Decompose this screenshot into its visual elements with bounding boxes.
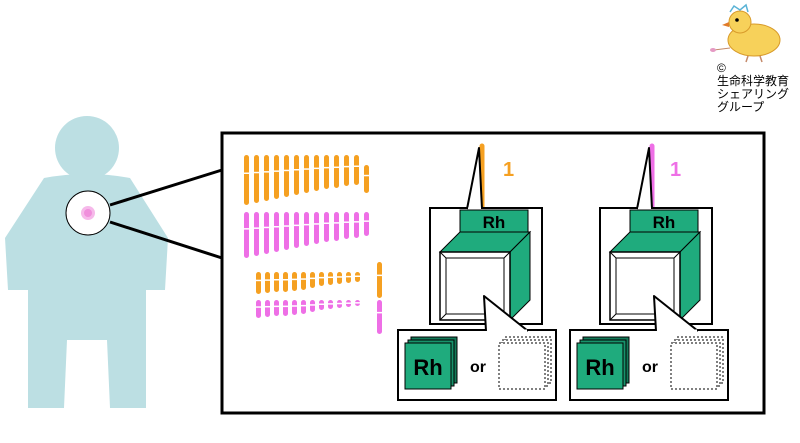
chromosome: [284, 155, 289, 197]
chromosome: [310, 272, 315, 288]
chromosome: [364, 212, 369, 236]
rh-gene-label: Rh: [653, 213, 676, 232]
person-silhouette: [5, 116, 168, 408]
chromosome: [274, 155, 279, 199]
chromosome: [324, 212, 329, 242]
chromosome: [344, 212, 349, 239]
copyright-symbol: ©: [717, 61, 726, 75]
chromosome: [310, 300, 315, 312]
karyotype: [243, 155, 383, 334]
chromosome: [284, 212, 289, 250]
chromosome: [264, 212, 269, 254]
chromosome: [292, 300, 297, 315]
rh-negative-allele: [670, 336, 724, 390]
chromosome: [337, 272, 342, 284]
chromosome: [244, 155, 249, 205]
credit-line-3: グループ: [717, 100, 765, 114]
zoom-line-top: [109, 168, 223, 207]
paternal-rh-panel: 1 Rh Rh or: [569, 143, 729, 401]
rh-negative-allele: [498, 336, 552, 390]
chromosome: [346, 272, 351, 283]
chromosome: [274, 300, 279, 316]
chromosome: [283, 272, 288, 292]
chromosome: [301, 300, 306, 314]
chromosome: [344, 155, 349, 186]
chromosome: [314, 212, 319, 244]
chromosome: [254, 155, 259, 203]
chromosome: [328, 272, 333, 285]
chromosome: [294, 212, 299, 248]
allele-rh-label: Rh: [585, 355, 614, 380]
chromosome: [334, 155, 339, 188]
chromosome: [294, 155, 299, 195]
chromosome: [304, 155, 309, 193]
chromosome: [265, 272, 270, 293]
chromosome: [283, 300, 288, 316]
chromosome: [319, 272, 324, 286]
chromosome-number-label: 1: [503, 159, 514, 181]
chromosome: [334, 212, 339, 241]
chromosome: [264, 155, 269, 201]
chromosome: [377, 262, 382, 298]
chick-mascot-icon: [710, 3, 781, 63]
chromosome: [256, 272, 261, 294]
chromosome: [377, 300, 382, 334]
chromosome: [274, 212, 279, 252]
rh-positive-allele: Rh: [404, 336, 458, 390]
chromosome: [244, 212, 249, 258]
chromosome: [354, 212, 359, 238]
chromosome: [292, 272, 297, 291]
rh-positive-allele: Rh: [576, 336, 630, 390]
copyright-credit: © 生命科学教育 シェアリング グループ: [717, 62, 799, 114]
or-text: or: [642, 359, 658, 376]
chromosome: [256, 300, 261, 318]
cell-icon: [65, 190, 111, 236]
zoom-line-bottom: [109, 220, 223, 260]
chromosome: [265, 300, 270, 317]
chromosome: [354, 155, 359, 185]
chromosome: [254, 212, 259, 256]
credit-line-2: シェアリング: [717, 87, 790, 101]
chromosome: [301, 272, 306, 290]
chromosome: [364, 165, 369, 193]
chromosome: [314, 155, 319, 191]
or-text: or: [470, 359, 486, 376]
credit-line-1: 生命科学教育: [717, 74, 790, 88]
chromosome-number-label: 1: [670, 159, 681, 181]
rh-gene-label: Rh: [483, 213, 506, 232]
maternal-rh-panel: 1 Rh Rh or: [397, 143, 557, 401]
chromosome: [274, 272, 279, 292]
chromosome: [324, 155, 329, 189]
chromosome: [304, 212, 309, 246]
allele-rh-label: Rh: [413, 355, 442, 380]
